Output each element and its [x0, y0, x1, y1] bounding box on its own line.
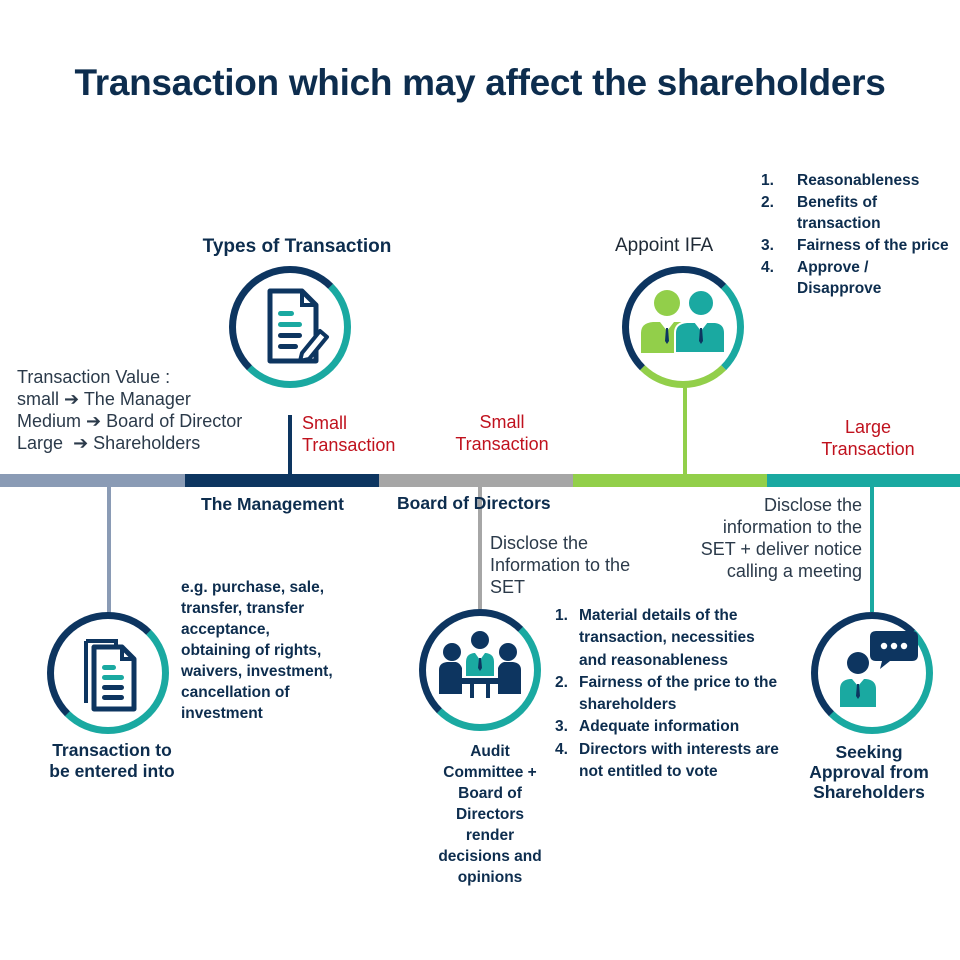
connector-entered	[107, 487, 111, 613]
audit-circle	[419, 609, 541, 731]
audit-item-3: 3.Adequate information	[555, 718, 740, 736]
entered-circle	[47, 612, 169, 734]
audit-criteria-list: 1.Material details of the transaction, n…	[555, 605, 785, 783]
timeline-segment-3	[379, 474, 573, 487]
entered-examples: e.g. purchase, sale, transfer, transfer …	[181, 579, 333, 722]
connector-types	[288, 415, 292, 475]
ifa-item-1: 1.Reasonableness	[761, 172, 920, 189]
arrow-right-icon: ➔	[73, 433, 89, 453]
connector-audit	[478, 487, 482, 609]
audit-item-4: 4.Directors with interests are not entit…	[555, 740, 779, 781]
timeline-segment-4	[573, 474, 767, 487]
value-row-medium: Medium ➔ Board of Director	[17, 411, 243, 431]
connector-seeking	[870, 487, 874, 612]
speaking-person-icon	[840, 631, 918, 707]
board-of-directors-label: Board of Directors	[397, 493, 551, 513]
transaction-value-block: Transaction Value : small ➔ The Manager …	[17, 366, 287, 454]
audit-label: Audit Committee + Board of Directors ren…	[438, 743, 542, 886]
page-title: Transaction which may affect the shareho…	[74, 62, 886, 103]
ifa-criteria-list: 1.Reasonableness 2.Benefits of transacti…	[761, 170, 951, 299]
ifa-item-2: 2.Benefits of transaction	[761, 194, 881, 232]
transaction-value-title: Transaction Value :	[17, 367, 171, 387]
ifa-item-4: 4.Approve / Disapprove	[761, 259, 882, 297]
types-heading: Types of Transaction	[202, 236, 392, 257]
connector-ifa	[683, 387, 687, 475]
seeking-label: Seeking Approval from Shareholders	[809, 742, 929, 802]
timeline-segment-5	[767, 474, 960, 487]
ifa-item-3: 3.Fairness of the price	[761, 237, 949, 254]
the-management-label: The Management	[201, 494, 344, 514]
ifa-circle	[622, 266, 744, 388]
audit-item-2: 2.Fairness of the price to the sharehold…	[555, 673, 778, 714]
audit-item-1: 1.Material details of the transaction, n…	[555, 607, 755, 669]
advisors-icon	[641, 289, 726, 354]
value-row-small: small ➔ The Manager	[17, 389, 191, 409]
types-circle	[229, 266, 351, 388]
appoint-ifa-heading: Appoint IFA	[615, 235, 714, 256]
seeking-circle	[811, 612, 933, 734]
document-edit-icon	[267, 288, 329, 364]
documents-icon	[84, 639, 137, 712]
timeline-segment-2	[185, 474, 379, 487]
seeking-disclose-text: Disclose the information to the SET + de…	[700, 495, 862, 581]
timeline-segment-1	[0, 474, 185, 487]
audit-disclose-text: Disclose the Information to the SET	[490, 533, 631, 597]
meeting-icon	[439, 631, 521, 698]
arrow-right-icon: ➔	[64, 389, 80, 409]
arrow-right-icon: ➔	[86, 411, 102, 431]
value-row-large: Large ➔ Shareholders	[17, 433, 201, 453]
